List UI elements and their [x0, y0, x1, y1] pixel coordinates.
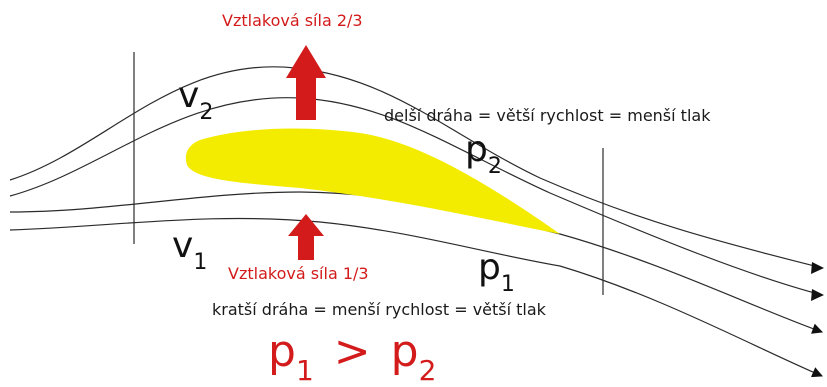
streamline-1 — [9, 66, 823, 269]
force-label-bottom: Vztlaková síla 1/3 — [228, 264, 369, 283]
symbol-p2-base: p — [465, 129, 488, 170]
symbol-p2: p2 — [465, 129, 502, 178]
streamline-2 — [9, 97, 823, 296]
inequality-right-sub: 2 — [418, 354, 437, 387]
note-lower-path: kratší dráha = menší rychlost = větší tl… — [212, 300, 546, 319]
inequality-right-base: p — [390, 326, 419, 377]
symbol-v1: v1 — [172, 225, 207, 274]
note-upper-path: delší dráha = větší rychlost = menší tla… — [384, 106, 711, 125]
symbol-v2-base: v — [178, 75, 200, 116]
lift-arrow-top — [286, 45, 326, 120]
lift-arrow-bottom — [288, 214, 324, 260]
symbol-p2-sub: 2 — [487, 154, 502, 179]
symbol-v1-base: v — [172, 225, 194, 266]
airfoil — [185, 128, 561, 234]
inequality-left-base: p — [268, 326, 296, 377]
symbol-p1-sub: 1 — [500, 272, 515, 297]
streamline-4 — [9, 217, 823, 378]
symbol-p1-base: p — [478, 247, 501, 288]
streamline-2-arrow — [811, 289, 824, 301]
symbol-v2: v2 — [178, 75, 213, 124]
symbol-v2-sub: 2 — [199, 100, 214, 125]
pressure-inequality: p1 > p2 — [268, 330, 436, 385]
symbol-v1-sub: 1 — [193, 250, 208, 275]
inequality-left-sub: 1 — [295, 354, 314, 387]
symbol-p1: p1 — [478, 247, 515, 296]
inequality-operator: > — [333, 326, 371, 377]
streamline-1-arrow — [811, 262, 824, 274]
force-label-top: Vztlaková síla 2/3 — [222, 11, 363, 30]
